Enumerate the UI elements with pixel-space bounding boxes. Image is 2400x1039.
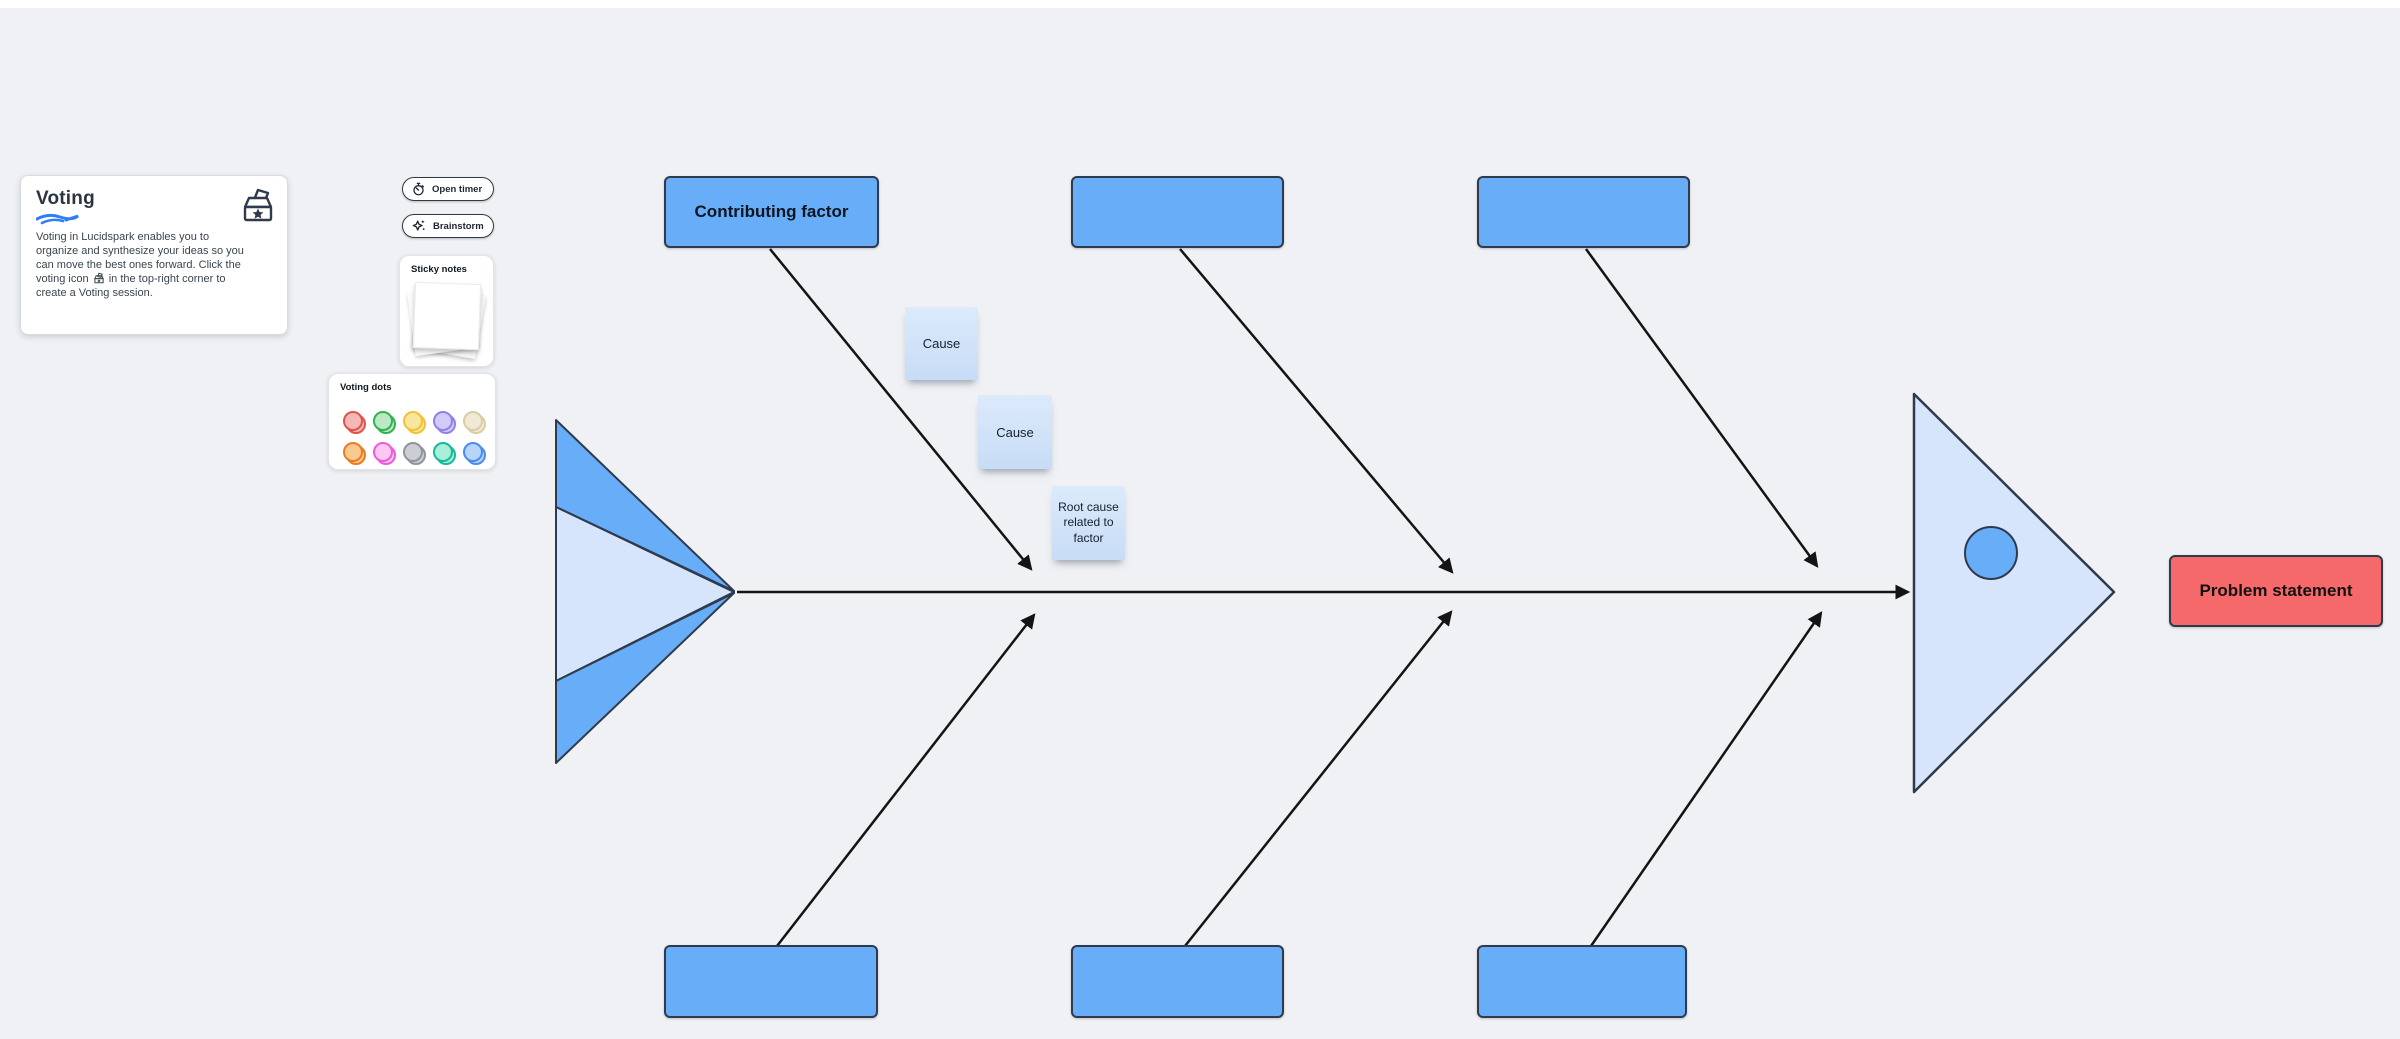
bottom-factor-box-3[interactable] [1477, 945, 1687, 1018]
teal-voting-dot-circle [433, 442, 453, 462]
cause-sticky-note-1[interactable]: Cause [905, 307, 978, 380]
voting-dots-grid [343, 411, 486, 465]
rib-bottom-1[interactable] [776, 613, 1036, 947]
rib-top-2[interactable] [1179, 248, 1454, 574]
purple-voting-dot[interactable] [433, 411, 456, 434]
rib-top-1[interactable] [769, 248, 1033, 571]
ballot-box-icon [243, 188, 273, 222]
teal-voting-dot[interactable] [433, 442, 456, 465]
voting-info-card[interactable]: Voting Voting in Lucidspark enables you … [20, 175, 288, 335]
voting-dots-panel[interactable]: Voting dots [328, 373, 496, 470]
voting-body-text-2: in the top-right corner to create a Voti… [36, 273, 226, 300]
yellow-voting-dot-circle [403, 411, 423, 431]
bottom-factor-box-1[interactable] [664, 945, 878, 1018]
cause-sticky-note-2[interactable]: Cause [978, 395, 1052, 469]
green-voting-dot[interactable] [373, 411, 396, 434]
voting-dots-panel-title: Voting dots [340, 382, 392, 393]
brainstorm-label: Brainstorm [433, 220, 484, 232]
gray-voting-dot[interactable] [403, 442, 426, 465]
sticky-notes-panel[interactable]: Sticky notes [399, 255, 494, 367]
blue-scribble-underline [36, 213, 79, 225]
brainstorm-button[interactable]: Brainstorm [402, 214, 494, 238]
fish-head[interactable] [1912, 392, 2116, 794]
top-factor-box-1[interactable]: Contributing factor [664, 176, 879, 248]
top-factor-box-2[interactable] [1071, 176, 1284, 248]
yellow-voting-dot[interactable] [403, 411, 426, 434]
voting-card-body: Voting in Lucidspark enables you to orga… [36, 231, 254, 301]
sticky-note-sheet-top[interactable] [412, 281, 482, 351]
pink-voting-dot[interactable] [373, 442, 396, 465]
gray-voting-dot-circle [403, 442, 423, 462]
ballot-box-inline-icon [93, 273, 104, 284]
red-voting-dot[interactable] [343, 411, 366, 434]
purple-voting-dot-circle [433, 411, 453, 431]
fish-tail-bottom-fin[interactable] [555, 592, 735, 764]
top-factor-box-3[interactable] [1477, 176, 1690, 248]
stopwatch-icon [413, 182, 425, 196]
rib-bottom-2[interactable] [1184, 610, 1453, 947]
root-cause-sticky-note[interactable]: Root cause related to factor [1052, 486, 1125, 560]
blue-voting-dot-circle [463, 442, 483, 462]
orange-voting-dot-circle [343, 442, 363, 462]
sparkle-icon [412, 220, 426, 231]
red-voting-dot-circle [343, 411, 363, 431]
sticky-notes-panel-title: Sticky notes [411, 264, 467, 275]
rib-bottom-3[interactable] [1589, 611, 1823, 947]
sticky-note-stack[interactable] [406, 281, 487, 360]
top-white-strip [0, 0, 2400, 8]
pink-voting-dot-circle [373, 442, 393, 462]
green-voting-dot-circle [373, 411, 393, 431]
orange-voting-dot[interactable] [343, 442, 366, 465]
beige-voting-dot-circle [463, 411, 483, 431]
open-timer-button[interactable]: Open timer [402, 177, 494, 201]
beige-voting-dot[interactable] [463, 411, 486, 434]
voting-body-text-1: Voting in Lucidspark enables you to orga… [36, 231, 244, 286]
voting-card-title: Voting [36, 188, 95, 209]
rib-top-3[interactable] [1584, 248, 1819, 568]
problem-statement-box[interactable]: Problem statement [2169, 555, 2383, 627]
bottom-factor-box-2[interactable] [1071, 945, 1284, 1018]
fish-eye[interactable] [1964, 526, 2018, 580]
blue-voting-dot[interactable] [463, 442, 486, 465]
open-timer-label: Open timer [432, 183, 483, 195]
